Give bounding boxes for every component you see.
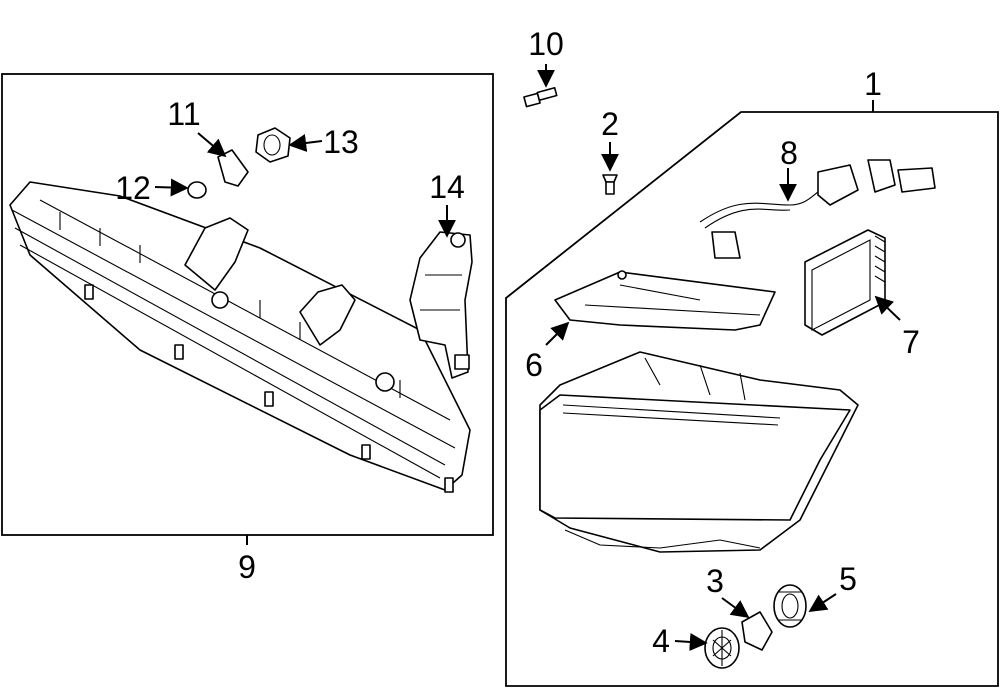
arrow-13 [288,134,323,152]
part-4-drawing [704,627,740,669]
part-5-drawing [773,584,807,628]
callout-11: 11 [167,96,200,132]
callout-12: 12 [115,170,151,206]
callout-3: 3 [706,563,724,599]
part-3-drawing [741,611,773,651]
group-box-1 [505,111,999,687]
part-6-drawing [554,270,776,331]
headlamp-assembly-drawing [539,351,859,553]
arrow-6 [545,321,570,346]
arrow-7 [874,295,901,321]
callout-1: 1 [864,66,882,102]
callout-13: 13 [323,124,359,160]
callout-6: 6 [525,347,543,383]
arrow-11 [197,132,227,158]
part-8-drawing [699,159,936,259]
arrow-12 [154,178,189,197]
part-12-drawing [187,181,207,199]
callout-7: 7 [902,324,920,360]
part-11-drawing [217,149,249,187]
callout-10: 10 [528,26,564,62]
arrow-5 [808,593,837,612]
callout-2: 2 [601,106,619,142]
callout-14: 14 [429,169,465,205]
radiator-support-drawing [9,181,471,493]
arrow-4 [674,632,708,651]
part-13-drawing [255,127,291,163]
bracket-14-drawing [409,231,473,379]
callout-9: 9 [238,549,256,585]
callout-8: 8 [780,135,798,171]
arrow-3 [721,597,750,619]
part-7-drawing [804,229,886,336]
part-10-drawing [523,87,558,108]
callout-5: 5 [839,561,857,597]
part-2-drawing [602,174,618,195]
callout-4: 4 [652,623,670,659]
